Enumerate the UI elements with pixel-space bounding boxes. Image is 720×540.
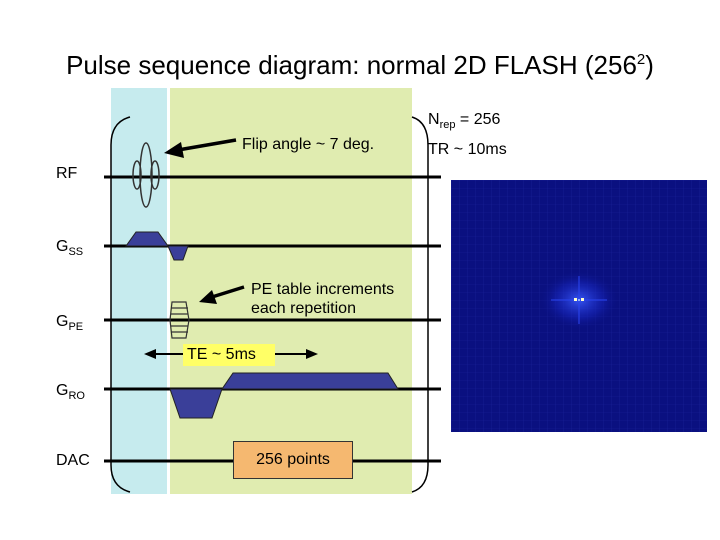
flip-angle-note: Flip angle ~ 7 deg. xyxy=(242,136,375,153)
excitation-region xyxy=(111,88,167,494)
kspace-peak-right xyxy=(581,298,584,301)
slide-title: Pulse sequence diagram: normal 2D FLASH … xyxy=(0,50,720,81)
nrep-suffix: = 256 xyxy=(455,111,501,128)
gss-slice-select-lobe xyxy=(125,231,169,247)
nrep-label: Nrep = 256 xyxy=(428,111,500,131)
repetition-bracket-right xyxy=(411,116,429,493)
readout-region xyxy=(170,88,412,494)
te-label: TE ~ 5ms xyxy=(183,344,275,366)
gss-label-main: G xyxy=(56,238,69,255)
nrep-prefix: N xyxy=(428,111,440,128)
kspace-image xyxy=(451,180,707,432)
pe-table-note-line1: PE table increments xyxy=(251,281,395,298)
pe-table-note-line2: each repetition xyxy=(251,300,356,317)
gpe-phase-table xyxy=(169,301,190,339)
channel-label-gss: GSS xyxy=(56,238,83,258)
title-superscript: 2 xyxy=(636,51,646,68)
rf-pulse xyxy=(132,142,160,208)
channel-label-rf: RF xyxy=(56,165,77,183)
gro-readout-lobe xyxy=(221,372,399,390)
pe-table-note: PE table increments each repetition xyxy=(251,280,394,318)
channel-label-gro: GRO xyxy=(56,382,85,402)
kspace-peak-left xyxy=(574,298,577,301)
kspace-pattern xyxy=(451,180,707,432)
gss-label-sub: SS xyxy=(68,246,84,258)
dac-sampling-window: 256 points xyxy=(233,441,353,479)
title-text: Pulse sequence diagram: normal 2D FLASH … xyxy=(66,50,637,80)
gro-dephase-lobe xyxy=(169,388,223,419)
rf-label-text: RF xyxy=(56,165,78,182)
title-suffix: ) xyxy=(645,50,654,80)
pe-arrow xyxy=(199,285,245,304)
gss-refocus-lobe xyxy=(167,245,189,261)
repetition-bracket-left xyxy=(110,116,131,493)
gro-label-sub: RO xyxy=(68,390,85,402)
channel-label-gpe: GPE xyxy=(56,313,83,333)
channel-label-dac: DAC xyxy=(56,452,90,470)
nrep-subscript: rep xyxy=(439,119,456,132)
kspace-peak-mid xyxy=(578,299,580,301)
tr-label: TR ~ 10ms xyxy=(428,141,507,158)
dac-label-text: DAC xyxy=(56,452,90,469)
gpe-label-sub: PE xyxy=(68,321,84,333)
gpe-label-main: G xyxy=(56,313,69,330)
gro-label-main: G xyxy=(56,382,69,399)
flip-angle-arrow xyxy=(164,138,237,158)
